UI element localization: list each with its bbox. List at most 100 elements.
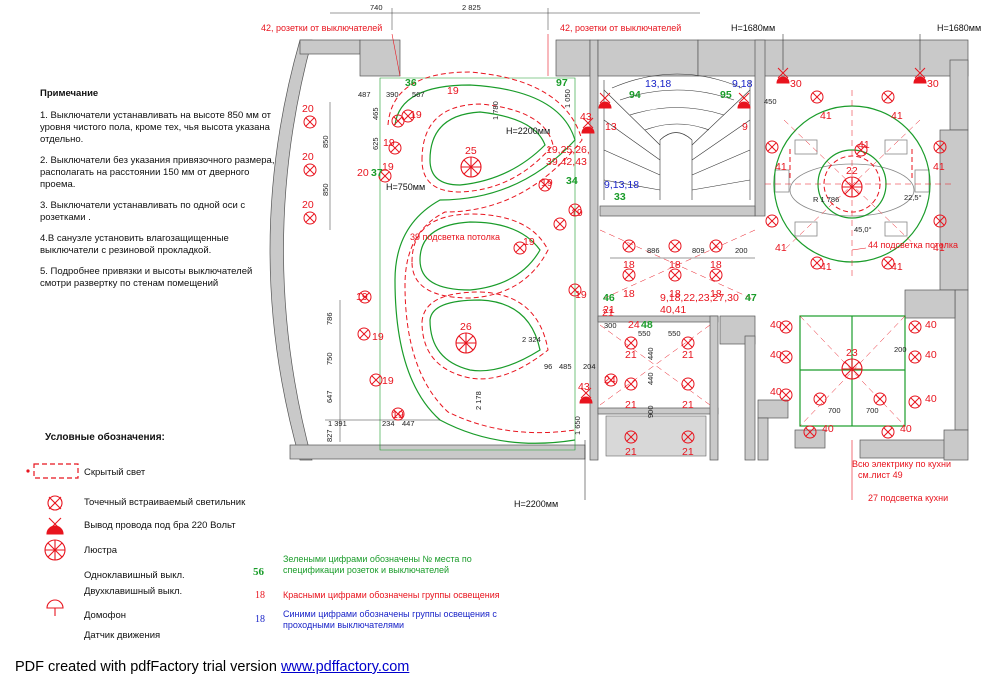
place-label: 95 [720,89,732,101]
footer-text: PDF created with pdfFactory trial versio… [15,659,281,675]
dim-text: 485 [559,362,572,371]
dim-text: 22,5° [904,193,922,202]
spotlight-icon [908,395,922,409]
dim-text: 487 [358,90,371,99]
dim-text: 740 [370,3,383,12]
spotlight-icon [779,320,793,334]
dimension-texts: 740 2 825 487 390 567 2 324 886 809 200 … [321,3,922,442]
dim-text: 647 [325,390,334,403]
dim-text: 2 324 [522,335,541,344]
place-label: 19 [571,207,583,219]
spotlight-icon [553,217,567,231]
group-label: 25 [465,145,477,157]
spotlight-icon [854,143,868,157]
spotlight-icon [668,268,682,282]
callout-sockets-right: 42, розетки от выключателей [560,23,681,33]
callout-blue-918: 9,18 [732,78,753,90]
place-label: 19 [382,161,394,173]
place-label: 24 [628,319,640,331]
dim-text: 1 650 [573,416,582,435]
dim-text: 700 [828,406,841,415]
spotlight-icon [624,430,638,444]
dim-text: 447 [402,419,415,428]
notes-title: Примечание [40,88,99,99]
callout-h750: H=750мм [386,182,425,192]
chandelier-icon [841,358,863,380]
place-label: 40 [900,423,912,435]
intercom-icon [46,599,64,616]
spotlight-icon [803,425,817,439]
callout-h1680-a: H=1680мм [731,23,775,33]
spotlight-icon [709,268,723,282]
dim-text: 625 [371,137,380,150]
spotlight-icon [568,203,582,217]
spotlight-icon [881,256,895,270]
place-label: 41 [933,161,945,173]
dim-text: 465 [371,107,380,120]
spotlight-icon [401,109,415,123]
spotlight-icon [668,239,682,253]
dim-text: 1 780 [491,101,500,120]
spotlight-icon [933,214,947,228]
place-label: 21 [603,304,615,316]
group-label: 26 [460,321,472,333]
place-label: 97 [556,77,568,89]
callout-kitchen-27: 27 подсветка кухни [868,493,948,503]
dim-text: 850 [321,183,330,196]
dim-text: 440 [646,347,655,360]
walls [269,39,969,461]
spotlight-icon [681,430,695,444]
legend-intercom: Домофон [84,610,126,621]
footer-link[interactable]: www.pdffactory.com [280,659,410,675]
spotlight-icon [357,327,371,341]
spotlight-icon [622,239,636,253]
dim-text: 440 [646,372,655,385]
place-label: 24 [604,374,616,386]
place-label: 19 [447,85,459,97]
spotlight-icon [388,141,402,155]
group-label: 18 [710,288,722,300]
spotlight-icon [624,377,638,391]
place-label: 19 [383,137,395,149]
group-label: 18 [710,259,722,271]
dim-text: 550 [668,329,681,338]
green-num: 56 [253,566,264,578]
callout-kitchen-elec-1: Всю электрику по кухни [852,459,951,469]
dim-text: 96 [544,362,552,371]
place-label: 37 [371,167,383,179]
legend-symbols [26,463,79,616]
place-label: 21 [625,349,637,361]
leader-lines [391,33,867,500]
place-label: 41 [820,261,832,273]
place-label: 40 [925,393,937,405]
place-label: 19 [392,409,404,421]
place-label: 40 [925,319,937,331]
chandelier-icon [455,332,477,354]
spotlight-icon [881,90,895,104]
spotlight-icon [369,373,383,387]
dim-text: 2 178 [474,391,483,410]
spotlight-icon [391,407,405,421]
note-item: 3. Выключатели устанавливать по одной ос… [40,200,246,223]
legend-chandelier: Люстра [84,545,118,556]
place-label: 41 [820,110,832,122]
place-label: 46 [603,292,615,304]
dim-text: 300 [604,321,617,330]
callout-blue-913: 9,13,18 [604,179,639,191]
spotlight-icon [681,336,695,350]
spotlight-icon [709,239,723,253]
place-label: 19 [575,289,587,301]
place-label: 94 [629,89,641,101]
dim-text: 809 [692,246,705,255]
bay-window-wall [269,39,313,461]
dim-text: 234 [382,419,395,428]
place-label: 41 [891,110,903,122]
cove-outline [379,77,931,451]
spotlight-icon [681,377,695,391]
legend-spotlight: Точечный встраиваемый светильник [84,497,246,508]
place-label: 40 [770,386,782,398]
place-label: 40 [770,349,782,361]
place-label: 21 [602,307,614,319]
spotlight-icon [303,115,317,129]
sconce-icon [46,517,64,535]
